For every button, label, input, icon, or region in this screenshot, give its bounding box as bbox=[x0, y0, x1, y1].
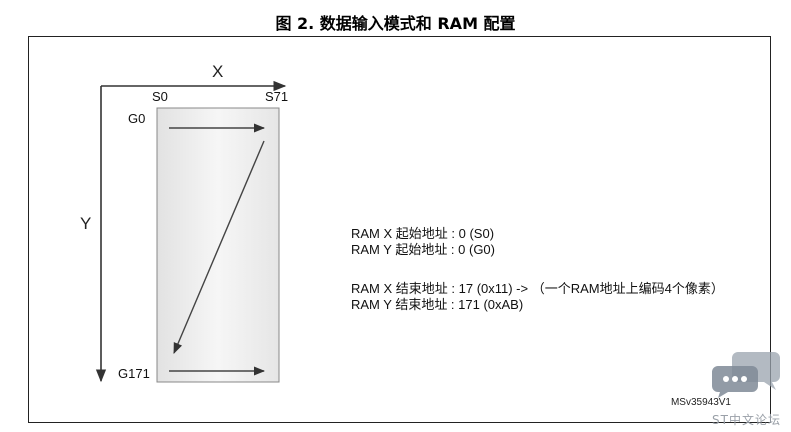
figure-id: MSv35943V1 bbox=[670, 397, 731, 408]
y-axis-label: Y bbox=[80, 214, 92, 233]
row-end-label: G171 bbox=[118, 366, 150, 381]
col-end-label: S71 bbox=[265, 89, 289, 104]
ram-x-start-text: RAM X 起始地址 : 0 (S0) bbox=[351, 226, 495, 241]
ram-y-start-text: RAM Y 起始地址 : 0 (G0) bbox=[351, 242, 495, 257]
figure-frame bbox=[28, 36, 771, 423]
x-axis-label: X bbox=[212, 62, 224, 81]
chat-bubbles-icon bbox=[712, 352, 780, 398]
figure-title: 图 2. 数据输入模式和 RAM 配置 bbox=[275, 14, 516, 33]
watermark-text: ST中文论坛 bbox=[712, 413, 781, 427]
scan-arrow-diagonal bbox=[173, 140, 265, 355]
ram-x-end-text: RAM X 结束地址 : 17 (0x11) -> （一个RAM地址上编码4个像… bbox=[351, 281, 724, 296]
row-start-label: G0 bbox=[128, 111, 146, 126]
col-start-label: S0 bbox=[152, 89, 168, 104]
ram-y-end-text: RAM Y 结束地址 : 171 (0xAB) bbox=[351, 297, 524, 312]
